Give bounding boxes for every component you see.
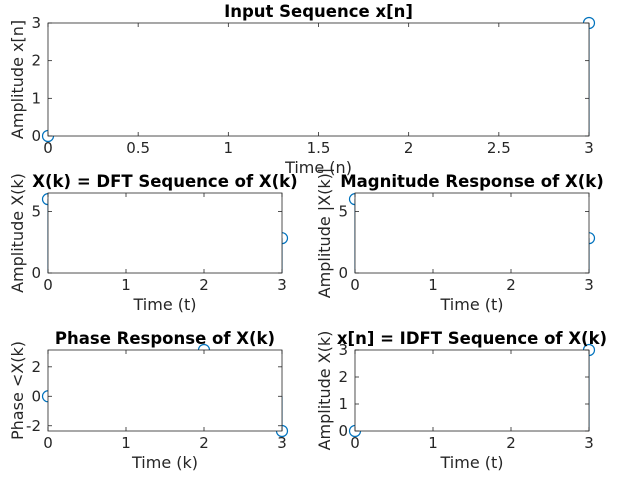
- y-axis-label: Phase <X(k): [8, 341, 27, 440]
- x-tick-label: 3: [584, 434, 594, 452]
- x-tick-label: 0: [43, 139, 53, 157]
- x-tick-label: 0: [350, 434, 360, 452]
- x-tick-label: 1: [121, 276, 131, 294]
- chart-title: Magnitude Response of X(k): [340, 172, 604, 191]
- x-tick-label: 2: [199, 434, 209, 452]
- y-tick-label: 0: [31, 264, 41, 282]
- chart-title: x[n] = IDFT Sequence of X(k): [337, 329, 607, 348]
- y-tick-label: -2: [26, 417, 41, 435]
- axes-frame: [354, 349, 590, 432]
- chart-title: X(k) = DFT Sequence of X(k): [32, 172, 297, 191]
- x-axis-label: Time (t): [440, 295, 504, 314]
- x-tick-label: 1: [224, 139, 234, 157]
- y-axis-label: Amplitude x[n]: [8, 20, 27, 139]
- y-tick-label: 0: [338, 264, 348, 282]
- x-tick-label: 1: [428, 276, 438, 294]
- axes-frame: [47, 22, 590, 137]
- y-axis-label: Amplitude |X(k)|: [315, 168, 334, 299]
- y-tick-label: 2: [338, 368, 348, 386]
- chart-title: Phase Response of X(k): [55, 329, 275, 348]
- x-tick-label: 2: [404, 139, 414, 157]
- y-tick-label: 5: [338, 202, 348, 220]
- x-tick-label: 3: [584, 139, 594, 157]
- axes-frame: [47, 349, 283, 432]
- y-tick-label: 2: [31, 52, 41, 70]
- x-tick-label: 0: [350, 276, 360, 294]
- x-tick-label: 3: [584, 276, 594, 294]
- y-tick-label: 3: [31, 14, 41, 32]
- y-tick-label: 0: [338, 422, 348, 440]
- x-tick-label: 3: [277, 434, 287, 452]
- axes-frame: [47, 192, 283, 274]
- y-tick-label: 1: [338, 395, 348, 413]
- x-tick-label: 2.5: [487, 139, 511, 157]
- y-tick-label: 2: [31, 358, 41, 376]
- x-axis-label: Time (t): [133, 295, 197, 314]
- axes-frame: [354, 192, 590, 274]
- x-tick-label: 0: [43, 276, 53, 294]
- y-tick-label: 1: [31, 89, 41, 107]
- x-tick-label: 1.5: [307, 139, 331, 157]
- y-tick-label: 0: [31, 127, 41, 145]
- x-axis-label: Time (n): [284, 158, 352, 177]
- chart-title: Input Sequence x[n]: [224, 2, 413, 21]
- x-tick-label: 2: [506, 276, 516, 294]
- x-tick-label: 2: [506, 434, 516, 452]
- y-axis-label: Amplitude X(k): [315, 331, 334, 451]
- y-tick-label: 3: [338, 341, 348, 359]
- x-tick-label: 1: [428, 434, 438, 452]
- y-tick-label: 5: [31, 202, 41, 220]
- x-axis-label: Time (k): [131, 453, 198, 472]
- y-axis-label: Amplitude X(k): [8, 173, 27, 293]
- x-axis-label: Time (t): [440, 453, 504, 472]
- x-tick-label: 0: [43, 434, 53, 452]
- x-tick-label: 0.5: [126, 139, 150, 157]
- x-tick-label: 3: [277, 276, 287, 294]
- y-tick-label: 0: [31, 387, 41, 405]
- x-tick-label: 1: [121, 434, 131, 452]
- x-tick-label: 2: [199, 276, 209, 294]
